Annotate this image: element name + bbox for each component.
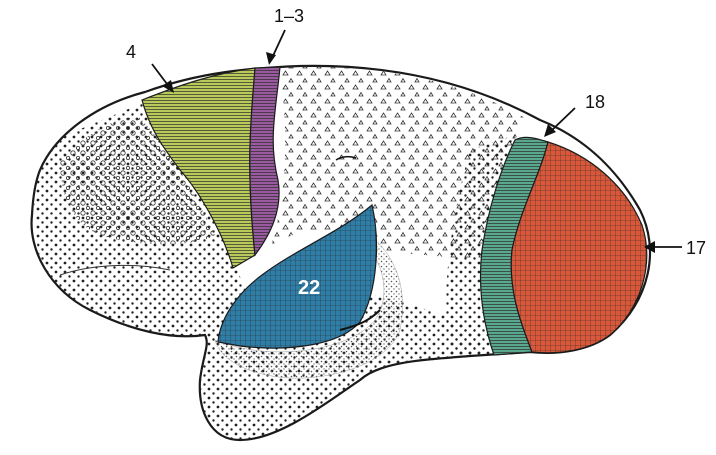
label-area-22: 22 <box>298 277 320 299</box>
label-area-1-3: 1–3 <box>274 6 304 26</box>
label-area-18: 18 <box>585 92 605 112</box>
label-area-4: 4 <box>126 42 136 62</box>
arrow-area-1-3 <box>266 30 285 65</box>
label-area-17: 17 <box>686 238 706 258</box>
